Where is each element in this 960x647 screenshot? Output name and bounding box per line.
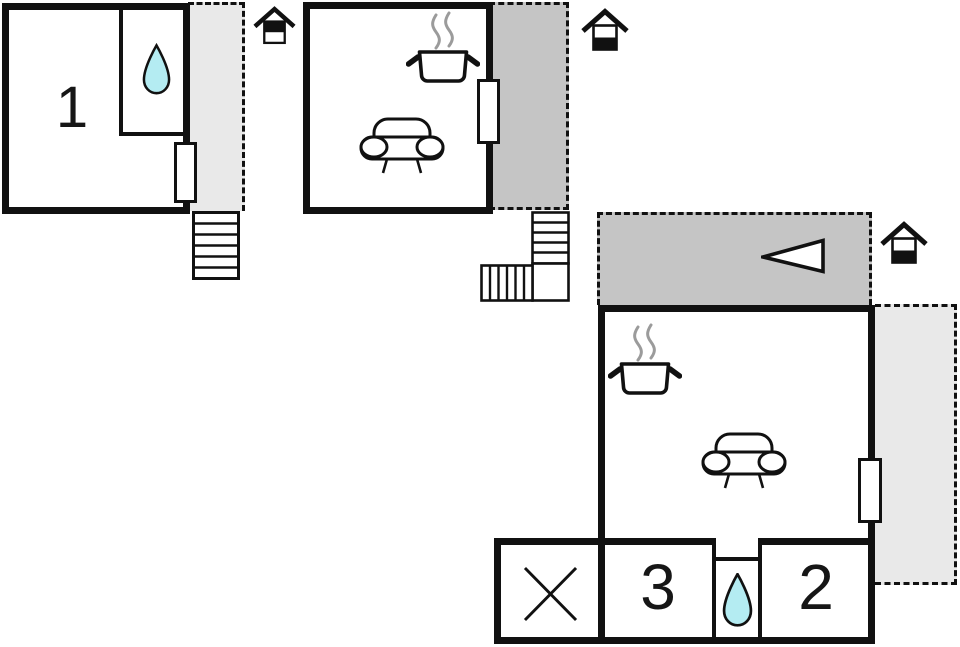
house-floor-indicator-upper-icon	[252, 6, 297, 46]
unit1-window-door-icon	[174, 142, 197, 203]
cooking-pot-icon	[406, 10, 480, 88]
sofa-icon	[699, 432, 789, 490]
upper-living-window-door-icon	[477, 79, 500, 144]
bath-niche-top-wall	[716, 557, 758, 561]
steam-line	[444, 11, 454, 48]
house-floor-indicator-ground-icon	[580, 8, 630, 53]
hallway-area	[597, 212, 872, 305]
room3	[598, 538, 716, 644]
unit1-room	[2, 3, 190, 214]
room3-label: 3	[640, 551, 676, 623]
unit1-bathroom-partition	[119, 10, 183, 136]
upper-living-terrace	[489, 2, 569, 210]
steam-line	[431, 13, 441, 50]
house-floor-indicator-ground-icon	[879, 221, 929, 266]
unit1-label: 1	[55, 75, 89, 140]
steam-line	[633, 325, 643, 362]
cooking-pot-icon	[608, 322, 682, 400]
ground-unit-living-room	[598, 305, 875, 545]
room2-label: 2	[798, 551, 834, 623]
room2	[758, 538, 875, 644]
ground-unit-window-door-icon	[858, 458, 882, 523]
unit1-terrace	[188, 2, 245, 211]
x-mark-icon	[523, 566, 578, 622]
water-drop-shape	[722, 573, 753, 627]
ground-unit-terrace	[875, 304, 957, 585]
water-drop-icon	[722, 573, 753, 627]
steam-line	[646, 323, 656, 360]
l-shaped-stairs-icon	[480, 211, 570, 302]
water-drop-shape	[142, 43, 171, 95]
direction-arrow-icon	[761, 238, 825, 274]
water-drop-icon	[142, 43, 171, 96]
unit1-stairs-icon	[192, 211, 240, 280]
sofa-icon	[357, 117, 447, 175]
